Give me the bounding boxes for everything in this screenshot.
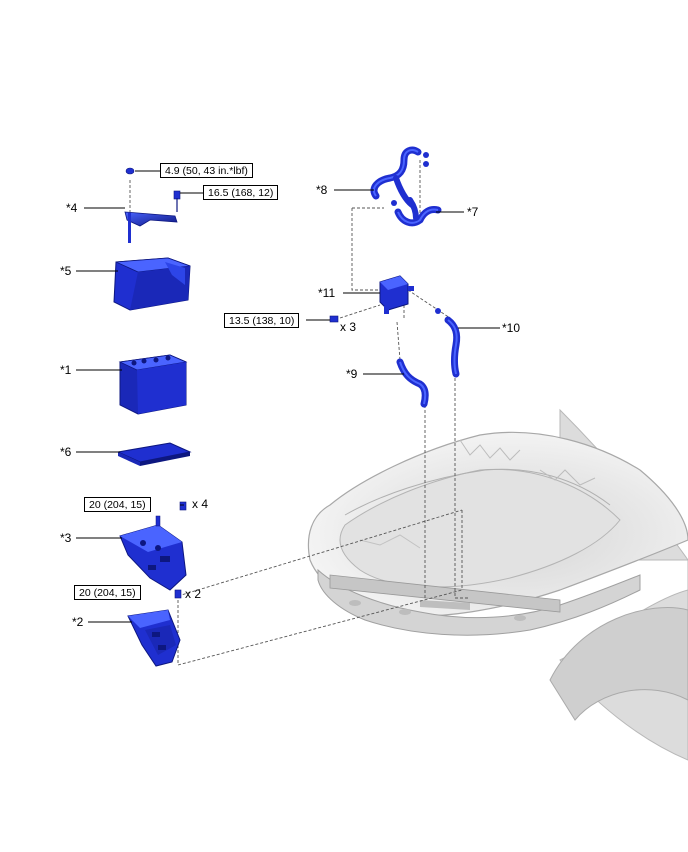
callout-part-7: *7: [467, 205, 479, 219]
callout-part-5: *5: [60, 264, 72, 278]
torque-spec-tray-bolt: 20 (204, 15): [84, 497, 151, 512]
vehicle-lower-rail: [329, 574, 561, 613]
module-bolt: [329, 315, 339, 323]
battery: [118, 354, 188, 415]
callout-part-8: *8: [316, 183, 328, 197]
qty-tray-bolt: x 4: [192, 497, 209, 511]
hose-10: [435, 308, 461, 378]
callout-part-3: *3: [60, 531, 72, 545]
qty-bracket-bolt: x 2: [185, 587, 202, 601]
torque-spec-module-bolt: 13.5 (138, 10): [224, 313, 300, 328]
vehicle-engine-compartment: [307, 408, 688, 761]
tray-bolt: [179, 501, 187, 511]
vehicle-engine-bay-floor: [339, 468, 621, 588]
hose-9: [396, 358, 429, 408]
callout-part-6: *6: [60, 445, 72, 459]
clamp-nut: [125, 167, 135, 175]
clamp-bolt: [173, 190, 181, 200]
vehicle-wheel-arch: [549, 607, 688, 721]
qty-module-bolt: x 3: [340, 320, 357, 334]
leader-lines: [76, 170, 500, 623]
callout-part-1: *1: [60, 363, 72, 377]
vehicle-front-support: [317, 568, 641, 636]
battery-bracket: [127, 589, 182, 667]
callout-part-10: *10: [502, 321, 521, 335]
callout-part-4: *4: [66, 201, 78, 215]
battery-tray: [119, 501, 187, 591]
torque-spec-bracket-bolt: 20 (204, 15): [74, 585, 141, 600]
callout-part-11: *11: [318, 286, 336, 300]
installation-guide-lines: [129, 160, 470, 666]
callout-part-9: *9: [346, 367, 358, 381]
hose-7: [394, 197, 442, 227]
bracket-bolt: [174, 589, 182, 599]
inverter-module: [329, 275, 414, 323]
battery-insulator: [116, 442, 192, 466]
battery-clamp: [124, 167, 181, 243]
hose-8: [370, 146, 429, 208]
torque-spec-clamp-bolt: 16.5 (168, 12): [203, 185, 279, 200]
battery-cover: [113, 257, 191, 311]
callout-part-2: *2: [72, 615, 84, 629]
torque-spec-clamp-nut: 4.9 (50, 43 in.*lbf): [160, 163, 253, 178]
